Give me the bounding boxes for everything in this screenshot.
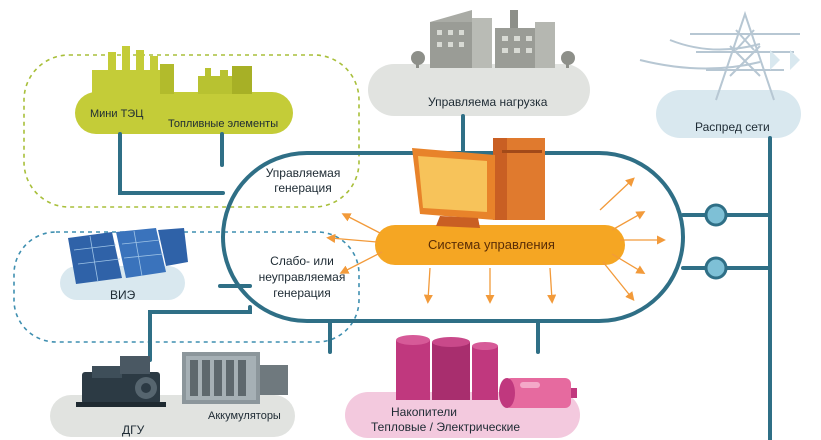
storage-label-1: Накопители xyxy=(391,405,457,419)
managed-generation-group xyxy=(23,54,360,208)
diesel-generator-icon xyxy=(76,356,166,407)
control-system-panel xyxy=(375,225,625,265)
weak-generation-label-2: неуправляемая xyxy=(258,270,346,284)
diesel-label: ДГУ xyxy=(122,423,145,437)
distribution-label: Распред сети xyxy=(695,120,770,134)
renewables-label: ВИЭ xyxy=(110,288,136,302)
bus-junction-1 xyxy=(704,203,728,227)
weak-generation-label-1: Слабо- или xyxy=(270,254,334,268)
flow-chevrons xyxy=(770,50,800,70)
fuel-cell-icon xyxy=(198,66,252,94)
managed-generation-label-1: Управляемая xyxy=(265,166,341,180)
power-plant-icon xyxy=(92,46,174,94)
computer-icon xyxy=(412,138,545,228)
fuel-cells-label: Топливные элементы xyxy=(168,118,279,130)
transmission-tower-icon xyxy=(639,10,800,101)
mini-tec-label: Мини ТЭЦ xyxy=(90,108,144,120)
battery-bank-icon xyxy=(182,352,288,404)
mini-tec-panel xyxy=(75,92,293,134)
control-signal-arrows xyxy=(326,177,666,304)
managed-generation-label-2: генерация xyxy=(274,181,332,195)
distribution-panel xyxy=(656,90,801,138)
bus-junction-2 xyxy=(704,256,728,280)
thermal-storage-icon xyxy=(396,335,498,400)
storage-label-2: Тепловые / Электрические xyxy=(371,420,521,434)
weak-generation-group xyxy=(13,231,360,343)
buildings-icon xyxy=(411,10,575,68)
batteries-label: Аккумуляторы xyxy=(208,410,281,422)
managed-load-panel xyxy=(368,64,590,116)
managed-load-label: Управляема нагрузка xyxy=(428,95,548,109)
weak-generation-label-3: генерация xyxy=(273,286,331,300)
solar-panel-icon xyxy=(68,228,188,284)
control-system-label: Система управления xyxy=(428,237,555,252)
electric-battery-icon xyxy=(499,378,577,408)
